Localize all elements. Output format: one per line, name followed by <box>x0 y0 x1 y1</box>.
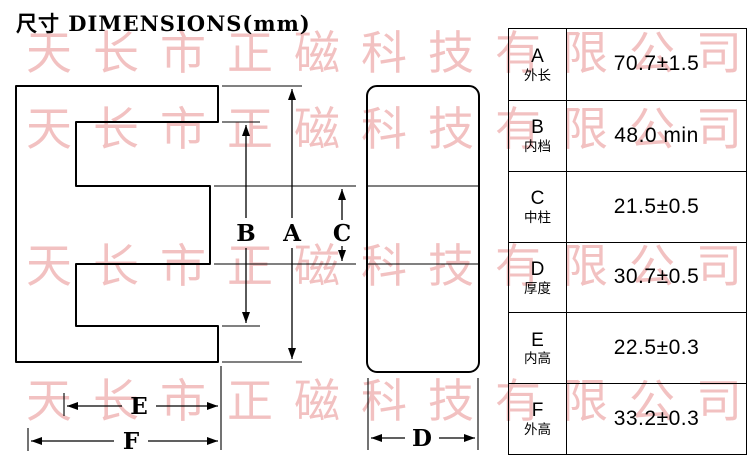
dim-E: E <box>67 393 218 420</box>
dim-D: D <box>371 425 475 452</box>
dim-letter: D <box>530 258 545 280</box>
dim-name: 内档 <box>524 138 551 154</box>
table-row-value: 21.5±0.5 <box>566 170 746 242</box>
dim-label-F: F <box>123 428 140 455</box>
dim-name: 内高 <box>524 351 551 367</box>
table-row-label: A 外长 <box>509 29 566 100</box>
dim-name: 外高 <box>524 422 551 438</box>
e-core-front-view <box>15 85 219 363</box>
dim-name: 外长 <box>524 67 551 83</box>
core-side-view <box>366 85 480 373</box>
dim-value: 22.5±0.3 <box>613 336 700 360</box>
table-row-value: 48.0 min <box>566 99 746 171</box>
table-row-value: 70.7±1.5 <box>566 29 746 100</box>
dim-value: 48.0 min <box>614 123 699 147</box>
table-row-label: F 外高 <box>509 383 566 454</box>
dim-name: 中柱 <box>524 209 551 225</box>
dim-F: F <box>31 428 218 455</box>
table-row-value: 33.2±0.3 <box>566 383 746 454</box>
table-row-label: E 内高 <box>509 312 566 383</box>
dim-letter: E <box>531 329 544 351</box>
dim-value: 21.5±0.5 <box>613 194 700 218</box>
dim-value: 33.2±0.3 <box>613 407 700 431</box>
table-row-label: D 厚度 <box>509 241 566 313</box>
dim-letter: F <box>531 400 544 422</box>
dim-A: A <box>282 89 302 359</box>
dim-label-C: C <box>333 220 351 247</box>
dim-letter: C <box>530 187 545 209</box>
dim-C: C <box>333 189 351 261</box>
page-title: 尺寸 DIMENSIONS(mm) <box>16 11 311 36</box>
table-row-value: 30.7±0.5 <box>566 241 746 313</box>
dim-B: B <box>236 125 256 323</box>
table-row-label: C 中柱 <box>509 170 566 242</box>
dim-label-A: A <box>282 220 302 247</box>
dim-value: 70.7±1.5 <box>613 52 700 76</box>
e-core-outline <box>15 85 219 363</box>
dim-label-D: D <box>412 425 432 452</box>
side-view-outline <box>366 85 480 373</box>
table-row-label: B 内档 <box>509 99 566 171</box>
dim-label-B: B <box>236 220 255 247</box>
dim-letter: B <box>531 117 544 139</box>
dim-value: 30.7±0.5 <box>613 265 700 289</box>
dim-letter: A <box>531 45 544 67</box>
dim-label-E: E <box>130 393 148 420</box>
dimensions-table: A 外长 70.7±1.5 B 内档 48.0 min C 中柱 21.5±0.… <box>508 28 747 455</box>
extension-lines <box>27 85 479 451</box>
table-row-value: 22.5±0.3 <box>566 312 746 384</box>
dim-name: 厚度 <box>524 280 551 296</box>
